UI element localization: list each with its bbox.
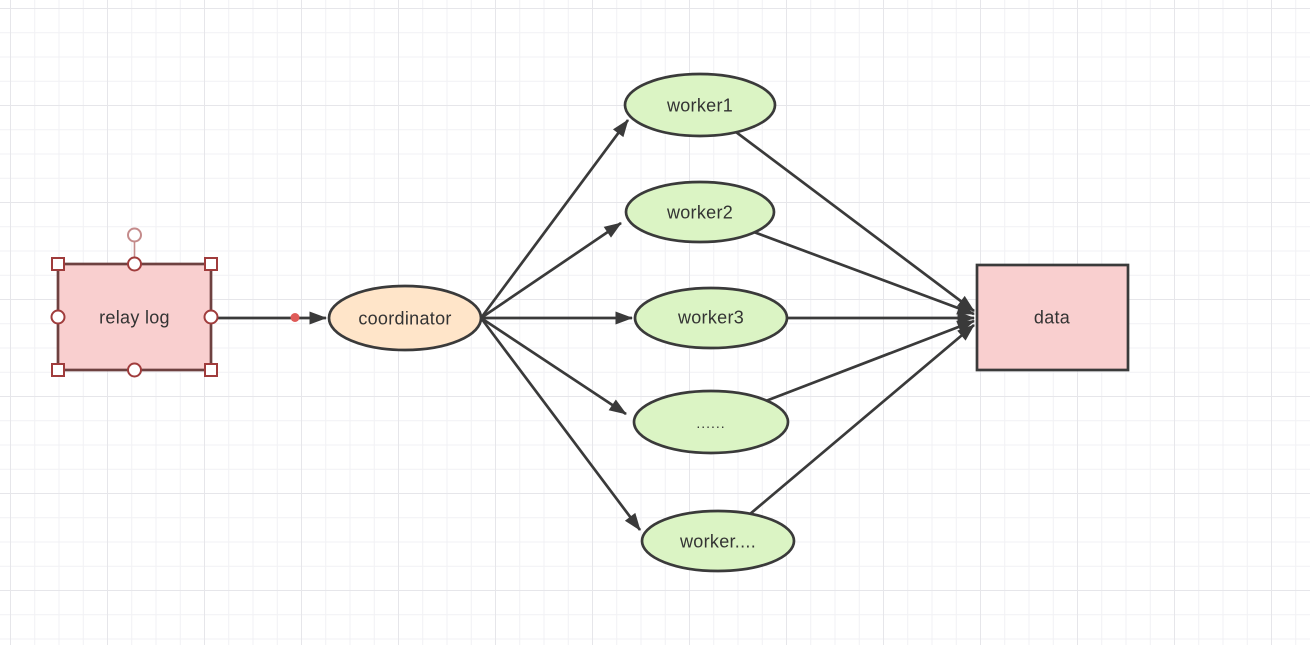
edges-layer	[211, 103, 975, 543]
node-coordinator[interactable]	[327, 284, 483, 352]
edge-worker-more-data[interactable]	[717, 323, 975, 543]
node-label-data[interactable]: data	[1033, 307, 1071, 328]
node-worker3[interactable]	[633, 286, 789, 350]
node-label-worker-more[interactable]: worker....	[679, 531, 757, 552]
rotation-handle-icon[interactable]	[127, 227, 142, 243]
node-data[interactable]	[975, 263, 1130, 372]
edge-coordinator-worker-more[interactable]	[479, 317, 642, 531]
node-label-worker2[interactable]: worker2	[666, 202, 734, 223]
resize-handle-w-icon[interactable]	[50, 309, 66, 325]
resize-handle-se-icon[interactable]	[204, 363, 218, 377]
node-label-relay-log[interactable]: relay log	[99, 307, 170, 328]
node-worker2[interactable]	[624, 180, 776, 244]
node-worker-more[interactable]	[640, 509, 796, 573]
resize-handle-n-icon[interactable]	[127, 256, 142, 272]
node-worker-ellipsis[interactable]	[632, 389, 790, 455]
node-label-coordinator[interactable]: coordinator	[358, 308, 452, 329]
node-label-worker1[interactable]: worker1	[666, 95, 734, 116]
resize-handle-nw-icon[interactable]	[51, 257, 65, 271]
resize-handle-sw-icon[interactable]	[51, 363, 65, 377]
edge-endpoint-dot-icon[interactable]	[290, 313, 300, 322]
edge-coordinator-worker-ellipsis[interactable]	[480, 316, 627, 416]
resize-handle-s-icon[interactable]	[127, 362, 142, 378]
node-label-worker3[interactable]: worker3	[677, 307, 745, 328]
node-worker1[interactable]	[623, 72, 777, 138]
edge-coordinator-worker1[interactable]	[479, 119, 630, 319]
selection-overlay	[50, 227, 300, 378]
edge-worker1-data[interactable]	[699, 103, 975, 313]
resize-handle-ne-icon[interactable]	[204, 257, 218, 271]
edge-coordinator-worker2[interactable]	[480, 221, 622, 320]
resize-handle-e-icon[interactable]	[203, 309, 219, 325]
node-label-worker-ellipsis[interactable]: ......	[696, 415, 726, 431]
